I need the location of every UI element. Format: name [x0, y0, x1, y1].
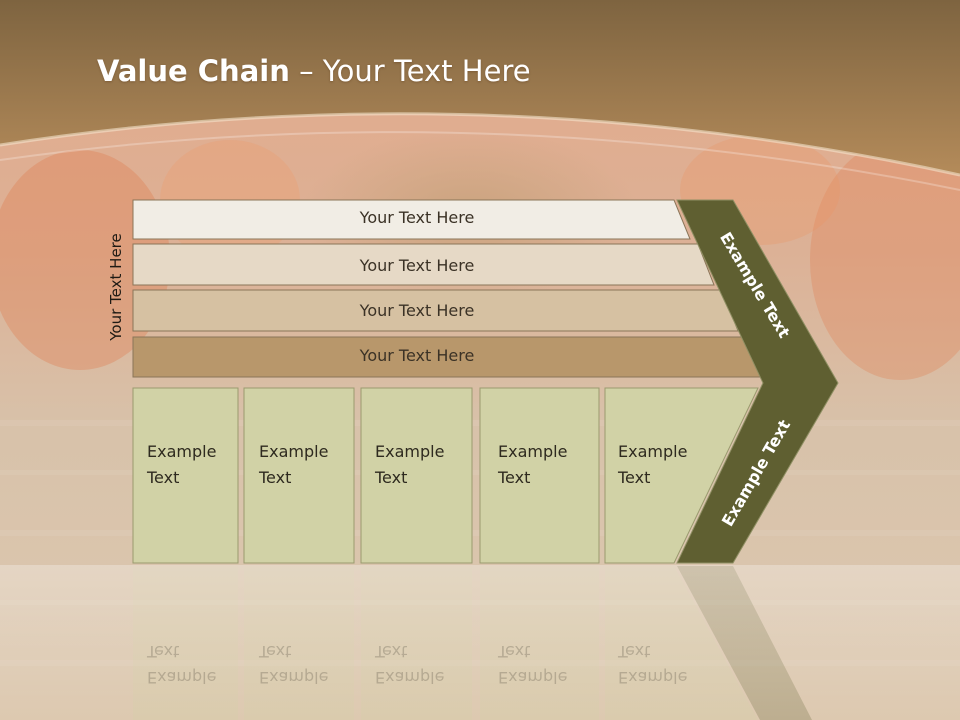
box-2-line2: Text — [259, 468, 292, 487]
box-2-reflection-line1: Example — [259, 668, 329, 687]
box-1-reflection-line2: Text — [147, 642, 180, 661]
box-4-line2: Text — [498, 468, 531, 487]
example-box-5 — [604, 387, 759, 564]
box-2-line1: Example — [259, 442, 329, 461]
box-3-reflection-line1: Example — [375, 668, 445, 687]
example-box-2 — [243, 387, 355, 564]
box-3-reflection-line2: Text — [375, 642, 408, 661]
box-1-line1: Example — [147, 442, 217, 461]
row-label-4: Your Text Here — [359, 346, 475, 365]
row-label-1: Your Text Here — [359, 208, 475, 227]
row-bar-1 — [132, 199, 691, 240]
vertical-side-label: Your Text Here — [107, 233, 125, 341]
example-box-1 — [132, 387, 239, 564]
box-3-reflection: Example Text — [375, 638, 444, 690]
box-5-line2: Text — [618, 468, 651, 487]
box-5-reflection-line1: Example — [618, 668, 688, 687]
box-4-line1: Example — [498, 442, 568, 461]
title-bold: Value Chain — [97, 54, 290, 88]
box-1-reflection: Example Text — [147, 638, 216, 690]
example-box-3 — [360, 387, 473, 564]
box-5-reflection-line2: Text — [618, 642, 651, 661]
box-5-reflection: Example Text — [618, 638, 687, 690]
box-4-reflection-line1: Example — [498, 668, 568, 687]
chevron-arrow — [676, 199, 839, 564]
row-label-3: Your Text Here — [359, 301, 475, 320]
box-2-reflection-line2: Text — [259, 642, 292, 661]
box-3-line1: Example — [375, 442, 445, 461]
box-3-line2: Text — [375, 468, 408, 487]
box-2-reflection: Example Text — [259, 638, 328, 690]
box-4-reflection: Example Text — [498, 638, 567, 690]
row-label-2: Your Text Here — [359, 256, 475, 275]
box-4-reflection-line2: Text — [498, 642, 531, 661]
title-rest: – Your Text Here — [289, 54, 531, 88]
box-1-reflection-line1: Example — [147, 668, 217, 687]
row-bar-3 — [132, 289, 739, 332]
box-1-line2: Text — [147, 468, 180, 487]
row-bar-2 — [132, 243, 715, 286]
box-5-line1: Example — [618, 442, 688, 461]
slide-title: Value Chain – Your Text Here — [97, 54, 531, 88]
example-box-4 — [479, 387, 600, 564]
